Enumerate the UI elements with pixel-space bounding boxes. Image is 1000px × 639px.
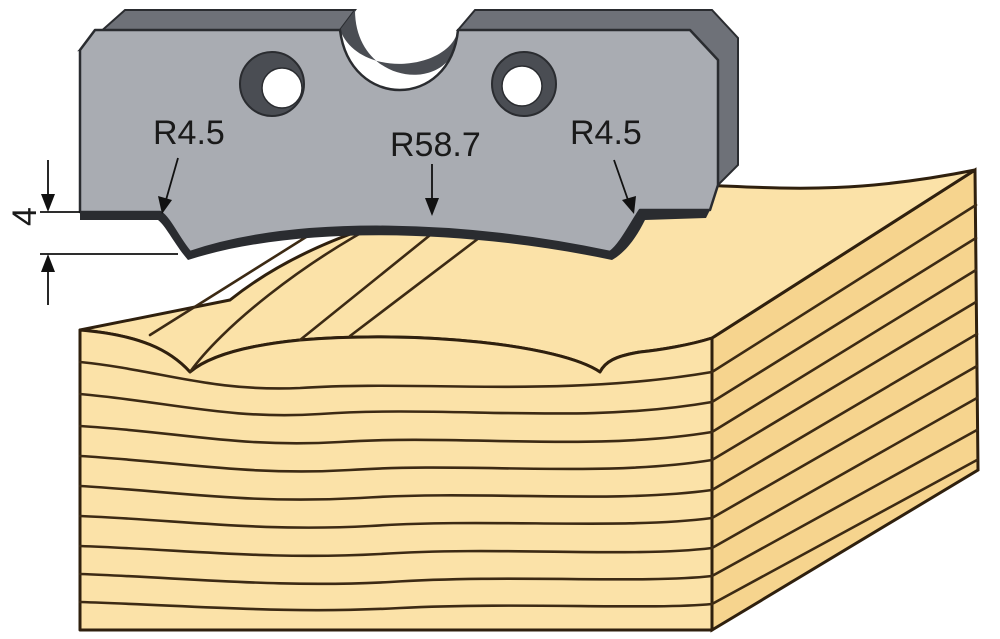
knife-bottom-edge	[80, 210, 710, 260]
depth-label: 4	[6, 207, 44, 226]
arrow-head-icon	[41, 194, 55, 212]
wood-block	[78, 167, 980, 633]
arrow-head-icon	[425, 198, 439, 216]
radius-callout-center: R58.7	[390, 126, 481, 216]
arrow-head-icon	[622, 196, 636, 214]
radius-right-label: R4.5	[570, 114, 642, 152]
radius-callout-right: R4.5	[570, 114, 642, 214]
arrow-head-icon	[158, 196, 172, 214]
notch-shadow	[340, 10, 459, 75]
wood-grain-front	[78, 360, 714, 612]
mounting-hole-left	[239, 51, 305, 117]
profile-knife	[77, 9, 739, 260]
wood-grain-end	[710, 203, 979, 606]
radius-callout-left: R4.5	[153, 114, 225, 214]
mounting-hole-right	[491, 51, 557, 117]
depth-dimension: 4	[6, 160, 178, 305]
wood-front-face	[78, 328, 714, 632]
radius-left-label: R4.5	[153, 114, 225, 152]
arrow-head-icon	[41, 254, 55, 272]
radius-center-label: R58.7	[390, 126, 481, 164]
